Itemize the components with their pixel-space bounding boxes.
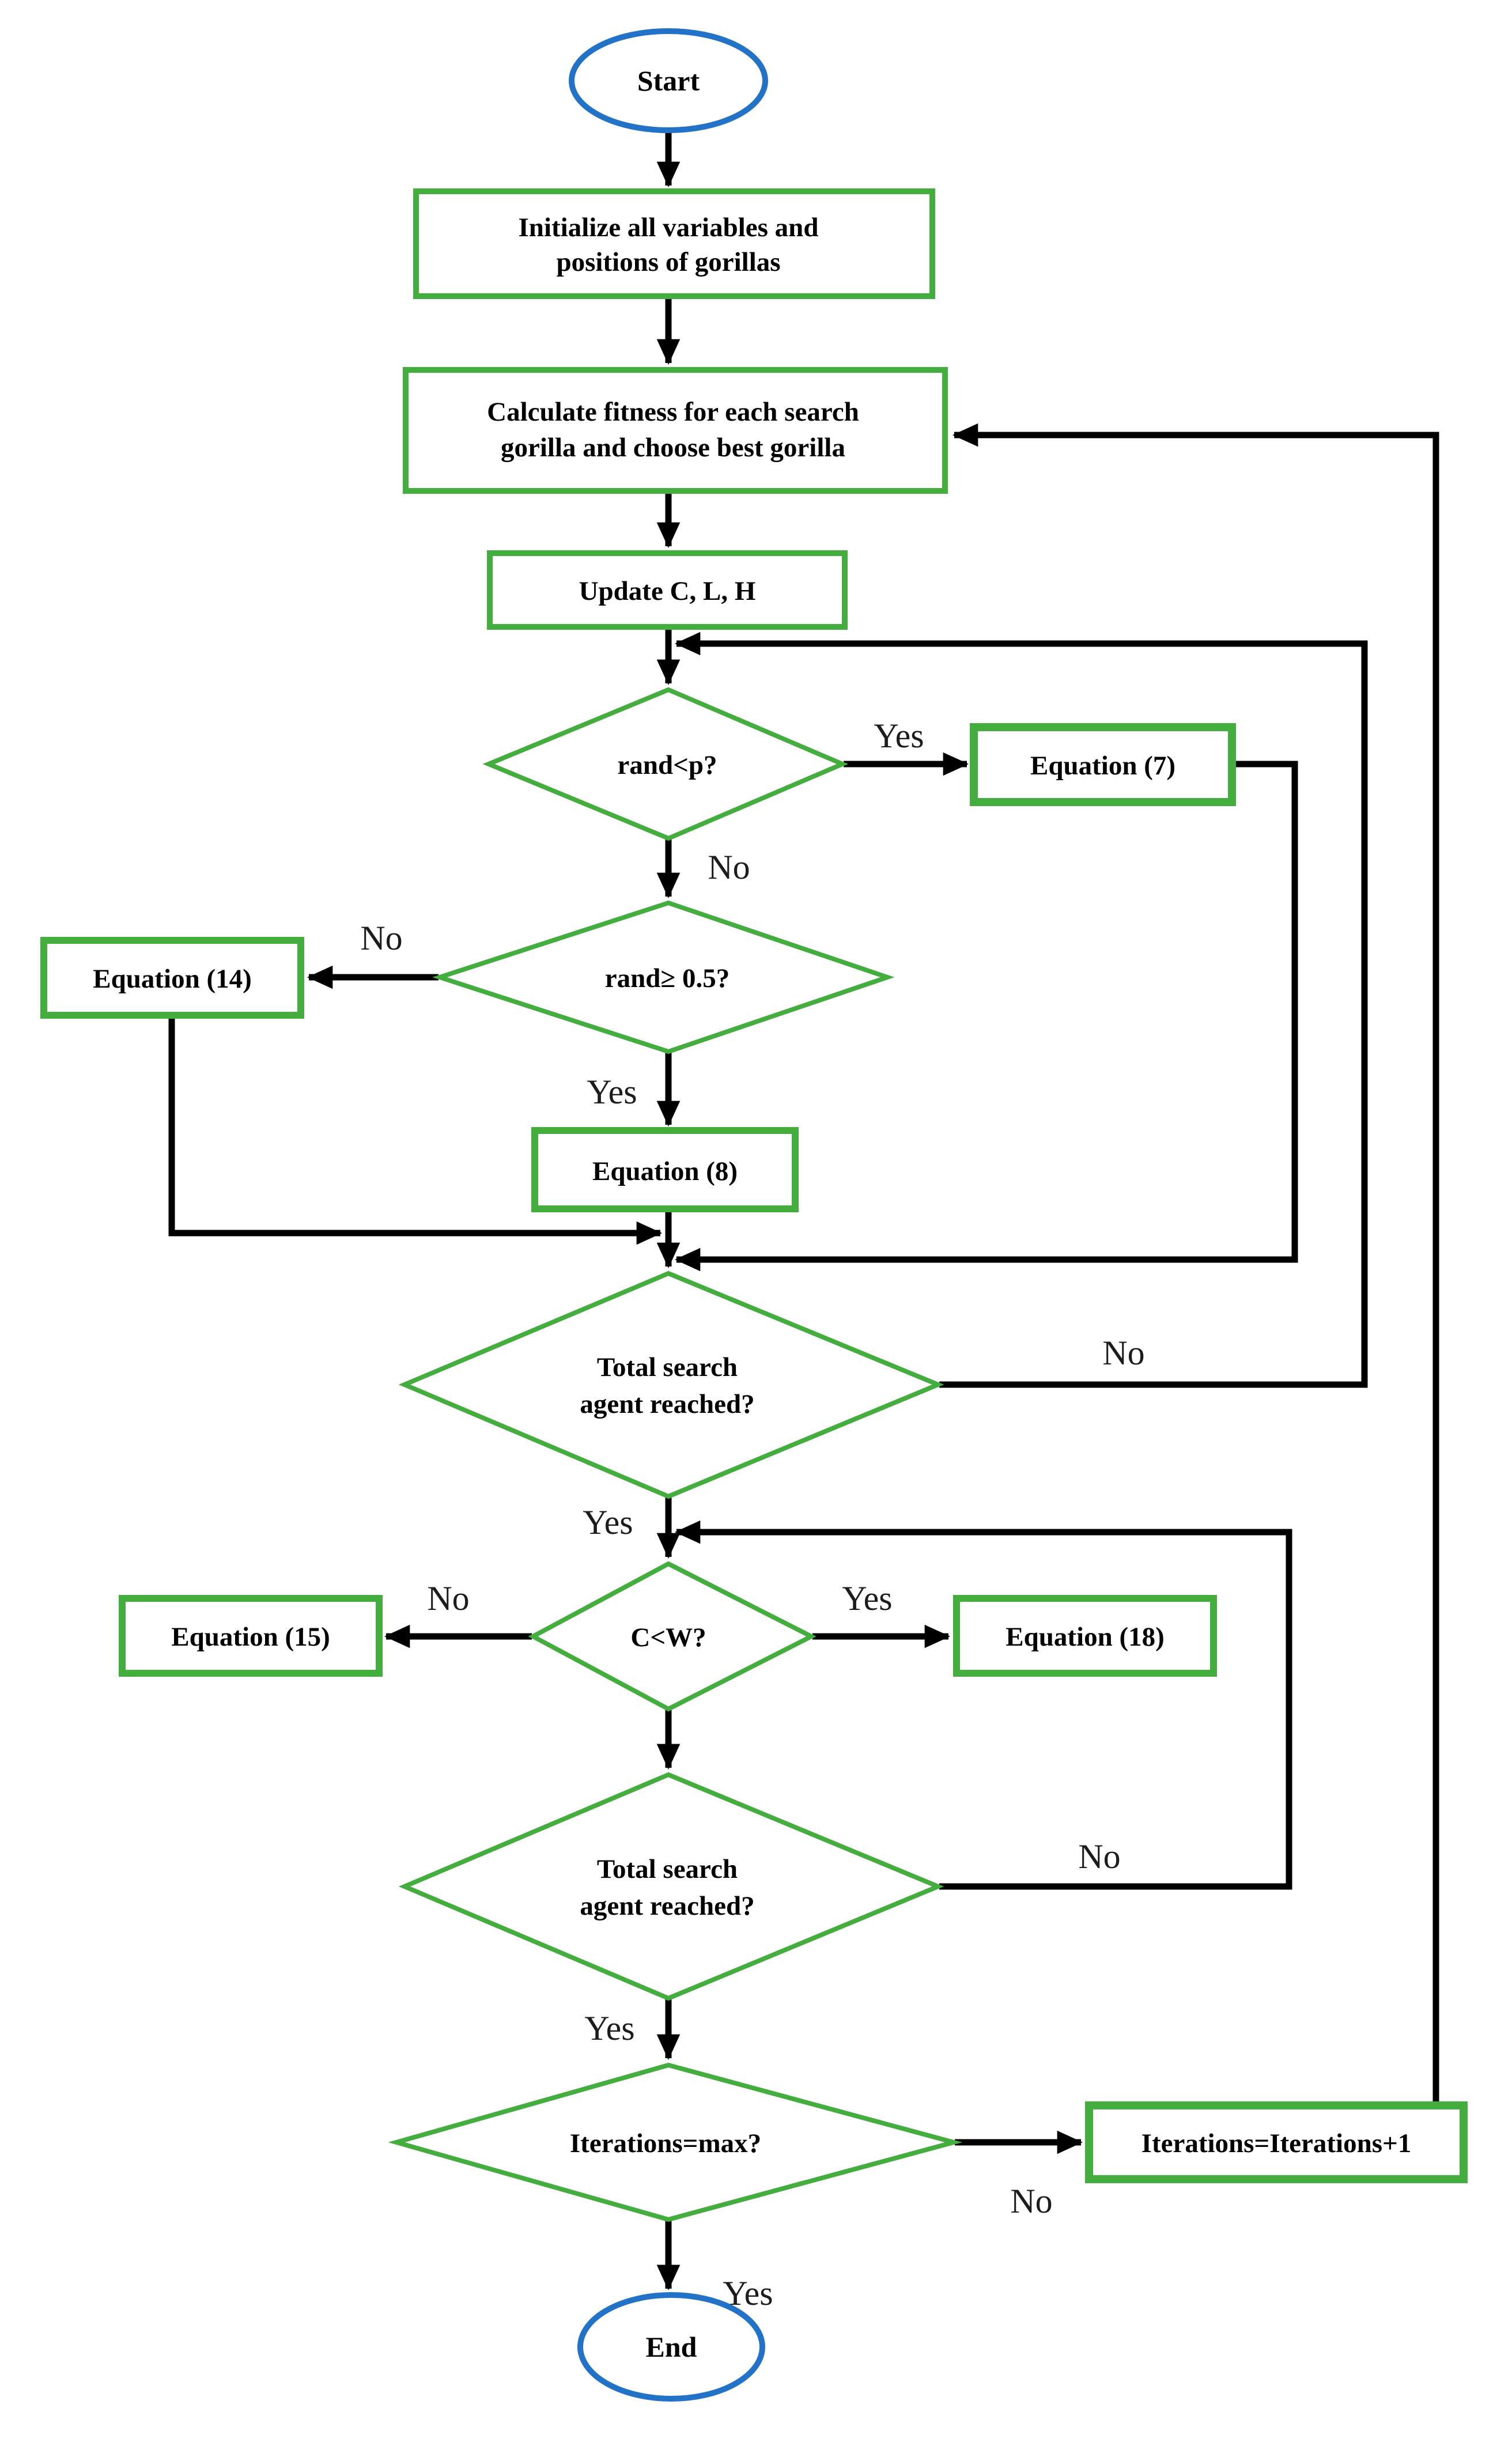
label-randp-yes: Yes <box>874 717 924 755</box>
end-label: End <box>646 2331 697 2363</box>
label-rand05-no: No <box>360 919 402 957</box>
equation8-label: Equation (8) <box>592 1156 738 1186</box>
label-total2-no: No <box>1078 1838 1120 1876</box>
label-total1-yes: Yes <box>583 1503 633 1541</box>
node-iterations-increment: Iterations=Iterations+1 <box>1085 2101 1468 2183</box>
initialize-label-line2: positions of gorillas <box>556 247 780 277</box>
edge-labels: Yes No No Yes No Yes No Yes No Yes No Ye… <box>360 717 1144 2312</box>
c-w-label: C<W? <box>630 1623 706 1653</box>
equation7-label: Equation (7) <box>1030 751 1175 781</box>
edges <box>168 131 1439 2291</box>
equation14-box <box>40 937 304 1019</box>
node-equation18: Equation (18) <box>953 1595 1217 1677</box>
iterations-max-label: Iterations=max? <box>570 2128 761 2158</box>
equation8-box <box>531 1127 799 1212</box>
node-equation15: Equation (15) <box>119 1595 383 1677</box>
total-search-1-label-line1: Total search <box>597 1352 738 1382</box>
initialize-label-line1: Initialize all variables and <box>519 213 819 243</box>
equation18-label: Equation (18) <box>1006 1622 1165 1652</box>
decision-rand-05: rand≥ 0.5? <box>432 900 895 1054</box>
label-iter-no: No <box>1010 2182 1052 2220</box>
calc-fitness-label-line1: Calculate fitness for each search <box>487 397 859 427</box>
label-total1-no: No <box>1102 1334 1144 1372</box>
node-end: End <box>577 2292 765 2402</box>
label-total2-yes: Yes <box>584 2009 634 2047</box>
total-search-2-label-line2: agent reached? <box>580 1891 754 1921</box>
label-rand05-yes: Yes <box>587 1073 637 1111</box>
equation7-box <box>970 723 1236 806</box>
rand-p-diamond <box>482 687 849 841</box>
start-label: Start <box>637 65 700 97</box>
update-clh-label: Update C, L, H <box>579 576 756 606</box>
label-cw-no: No <box>427 1579 469 1617</box>
equation18-box <box>953 1595 1217 1677</box>
label-randp-no: No <box>708 848 750 886</box>
node-start: Start <box>569 28 768 133</box>
calc-fitness-label-line2: gorilla and choose best gorilla <box>501 433 845 463</box>
iterations-increment-box <box>1085 2101 1468 2183</box>
update-clh-box <box>487 550 848 630</box>
label-cw-yes: Yes <box>842 1579 892 1617</box>
rand-p-label: rand<p? <box>617 750 717 780</box>
initialize-box <box>413 188 935 299</box>
rand-05-label: rand≥ 0.5? <box>605 963 729 993</box>
node-equation8: Equation (8) <box>531 1127 799 1212</box>
calc-fitness-box <box>403 367 948 494</box>
c-w-diamond <box>528 1561 817 1712</box>
edge-total2-no-loop <box>674 1520 1292 1890</box>
edge-total1-no-loop <box>674 632 1368 1388</box>
decision-total-search-2: Total search agent reached? <box>398 1772 944 2001</box>
decision-iterations-max: Iterations=max? <box>388 2062 963 2222</box>
decision-rand-p: rand<p? <box>482 687 849 841</box>
total-search-2-label-line1: Total search <box>597 1854 738 1884</box>
node-update-clh: Update C, L, H <box>487 550 848 630</box>
total-search-1-diamond <box>398 1271 944 1499</box>
node-equation14: Equation (14) <box>40 937 304 1019</box>
edge-iterinc-calc-loop <box>952 423 1439 2103</box>
edge-eq7-merge <box>674 761 1298 1272</box>
equation15-box <box>119 1595 383 1677</box>
decision-total-search-1: Total search agent reached? <box>398 1271 944 1499</box>
decision-c-w: C<W? <box>528 1561 817 1712</box>
label-iter-yes: Yes <box>723 2274 773 2312</box>
node-calc-fitness: Calculate fitness for each search gorill… <box>403 367 948 494</box>
total-search-2-diamond <box>398 1772 944 2001</box>
start-oval <box>569 28 768 133</box>
equation14-label: Equation (14) <box>93 964 252 994</box>
rand-05-diamond <box>432 900 895 1054</box>
node-equation7: Equation (7) <box>970 723 1236 806</box>
iterations-increment-label: Iterations=Iterations+1 <box>1141 2128 1412 2158</box>
edge-eq14-merge <box>168 1016 663 1245</box>
node-initialize: Initialize all variables and positions o… <box>413 188 935 299</box>
total-search-1-label-line2: agent reached? <box>580 1389 754 1419</box>
end-oval <box>577 2292 765 2402</box>
iterations-max-diamond <box>388 2062 963 2222</box>
equation15-label: Equation (15) <box>171 1622 330 1652</box>
